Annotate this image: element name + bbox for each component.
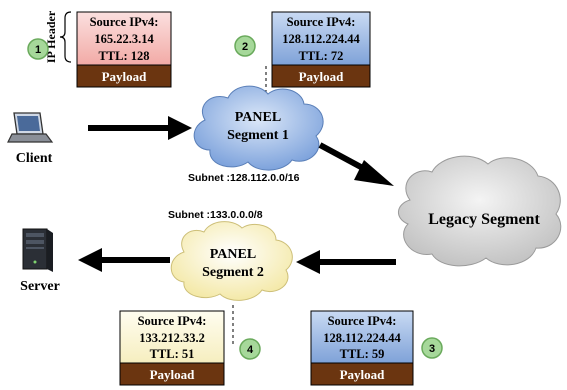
- panel2-label-line1: PANEL: [210, 247, 256, 262]
- packet-2-payload: [271, 64, 371, 88]
- step-1-number: 1: [35, 44, 41, 56]
- packet-4-line2: 133.212.33.2: [139, 331, 205, 345]
- packet-2-line2: 128.112.224.44: [282, 32, 360, 46]
- arrow-panel1-to-legacy: [318, 142, 394, 186]
- packet-4-header: [119, 310, 225, 364]
- packet-3-payload-label: Payload: [340, 367, 386, 382]
- arrow-client-to-panel1: [88, 116, 192, 140]
- packet-1-line3: TTL: 128: [98, 49, 149, 63]
- server-tower-icon: [22, 228, 53, 272]
- legacy-label: Legacy Segment: [428, 211, 540, 228]
- arrow-legacy-to-panel2: [296, 250, 396, 274]
- panel1-label-line2: Segment 1: [227, 128, 289, 143]
- packet-2-header: [271, 11, 371, 66]
- packet-1-header: [76, 11, 172, 66]
- packet-1: Source IPv4: 165.22.3.14 TTL: 128 Payloa…: [76, 11, 172, 88]
- packet-2: Source IPv4: 128.112.224.44 TTL: 72 Payl…: [271, 11, 371, 88]
- packet-2-line1: Source IPv4:: [287, 15, 356, 29]
- step-2-number: 2: [242, 41, 248, 53]
- server-label: Server: [20, 279, 60, 294]
- packet-4-payload: [119, 362, 225, 386]
- packet-4: Source IPv4: 133.212.33.2 TTL: 51 Payloa…: [119, 310, 225, 386]
- packet-1-line2: 165.22.3.14: [94, 32, 154, 46]
- panel2-label-line2: Segment 2: [202, 265, 264, 280]
- arrow-panel2-to-server: [78, 248, 170, 272]
- server-node: Server: [20, 228, 60, 294]
- panel1-label-line1: PANEL: [235, 110, 281, 125]
- step-4-marker: 4: [239, 338, 261, 360]
- packet-3-line3: TTL: 59: [340, 347, 385, 361]
- step-4-number: 4: [247, 344, 254, 356]
- subnet-segment-1: Subnet :128.112.0.0/16: [188, 172, 300, 184]
- step-3-number: 3: [429, 343, 435, 355]
- client-label: Client: [16, 151, 53, 166]
- panel-segment-2-cloud: PANEL Segment 2: [170, 221, 293, 301]
- panel-segment-1-cloud: PANEL Segment 1: [193, 85, 324, 171]
- ip-header-annotation: IP Header: [44, 10, 72, 63]
- packet-3-line2: 128.112.224.44: [323, 331, 401, 345]
- packet-1-payload-label: Payload: [102, 69, 148, 84]
- packet-4-payload-label: Payload: [150, 367, 196, 382]
- packet-3-line1: Source IPv4:: [328, 314, 397, 328]
- step-3-marker: 3: [421, 337, 443, 359]
- legacy-segment-cloud: Legacy Segment: [398, 155, 562, 267]
- ip-header-brace: [59, 11, 72, 63]
- subnet-segment-2: Subnet :133.0.0.0/8: [168, 209, 263, 221]
- packet-4-line1: Source IPv4:: [138, 314, 207, 328]
- packet-1-line1: Source IPv4:: [90, 15, 159, 29]
- packet-2-line3: TTL: 72: [299, 49, 344, 63]
- packet-3-payload: [310, 362, 414, 386]
- packet-2-payload-label: Payload: [299, 69, 345, 84]
- packet-4-line3: TTL: 51: [150, 347, 195, 361]
- packet-3: Source IPv4: 128.112.224.44 TTL: 59 Payl…: [310, 310, 414, 386]
- packet-1-payload: [76, 64, 172, 88]
- step-2-marker: 2: [234, 35, 256, 57]
- client-node: Client: [7, 112, 54, 166]
- laptop-icon: [7, 112, 54, 143]
- step-1-marker: 1: [27, 38, 49, 60]
